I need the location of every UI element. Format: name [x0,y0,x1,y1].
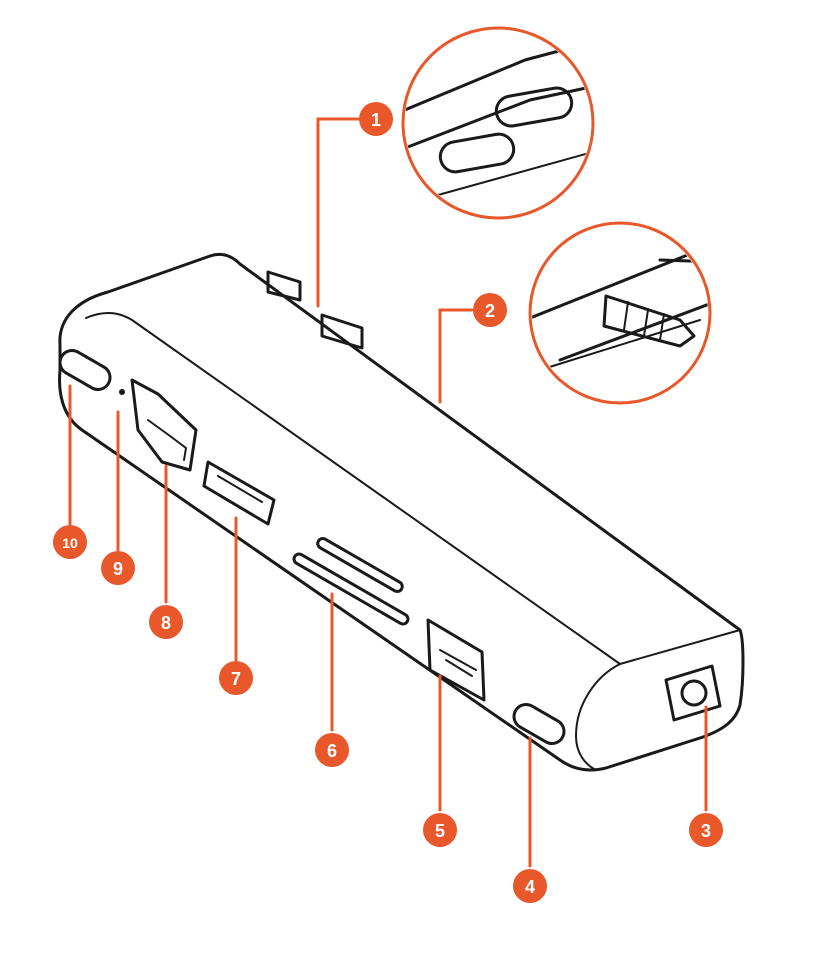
usb-a-port-inner [217,475,263,503]
badge-circle [149,605,183,639]
hub-body [58,252,745,772]
badge-label: 8 [161,613,171,633]
hdmi-port [130,378,198,472]
callout-badge-1: 1 [359,102,393,136]
badge-circle [101,551,135,585]
zoom-circle-top [401,26,595,220]
usb-a-port [202,460,276,526]
badge-circle [53,525,87,559]
audio-plug-body [602,294,696,348]
usb-c-port-right [512,703,566,745]
callout-badge-2: 2 [473,293,507,327]
leader-1 [316,117,360,308]
badge-label: 7 [231,669,241,689]
badge-circle [473,293,507,327]
badge-circle [359,102,393,136]
badge-label: 6 [327,741,337,761]
callout-badge-9: 9 [101,551,135,585]
leader-2 [438,308,474,404]
zoom-circle-right [528,221,712,405]
hub-top-edge [85,312,621,665]
hub-connector-top-b [320,313,364,350]
usb-c-port-left [58,349,112,391]
badge-label: 1 [371,110,381,130]
badge-label: 10 [62,535,78,551]
callout-badge-3: 3 [689,813,723,847]
hub-end-cap [575,663,621,771]
badge-circle [423,813,457,847]
callout-badge-7: 7 [219,661,253,695]
callout-badge-4: 4 [513,869,547,903]
ethernet-port [426,618,486,702]
callout-badge-10: 10 [53,525,87,559]
badge-circle [315,733,349,767]
audio-jack-housing [664,664,722,722]
badge-circle [513,869,547,903]
hdmi-port-inner [147,419,187,461]
callout-badge-8: 8 [149,605,183,639]
callout-leaders [68,117,708,868]
hub-right-edge [619,629,741,665]
ethernet-port-pins [439,649,477,677]
usb-c-plug-upper [494,86,574,128]
usb-c-plug-lower [438,132,516,174]
micro-sd-slot [292,552,410,626]
callout-badge-5: 5 [423,813,457,847]
led-indicator [119,389,125,395]
badge-label: 4 [525,877,535,897]
audio-jack-port [680,679,708,707]
sd-card-slot [316,537,404,593]
badge-label: 9 [113,559,123,579]
badge-label: 5 [435,821,445,841]
zoom-detail-audio-plug [528,221,712,405]
badge-label: 3 [701,821,711,841]
badge-label: 2 [485,301,495,321]
badge-circle [219,661,253,695]
hub-outline [58,252,745,772]
badge-circle [689,813,723,847]
callout-badge-6: 6 [315,733,349,767]
zoom-detail-usb-c-connectors [401,26,595,220]
